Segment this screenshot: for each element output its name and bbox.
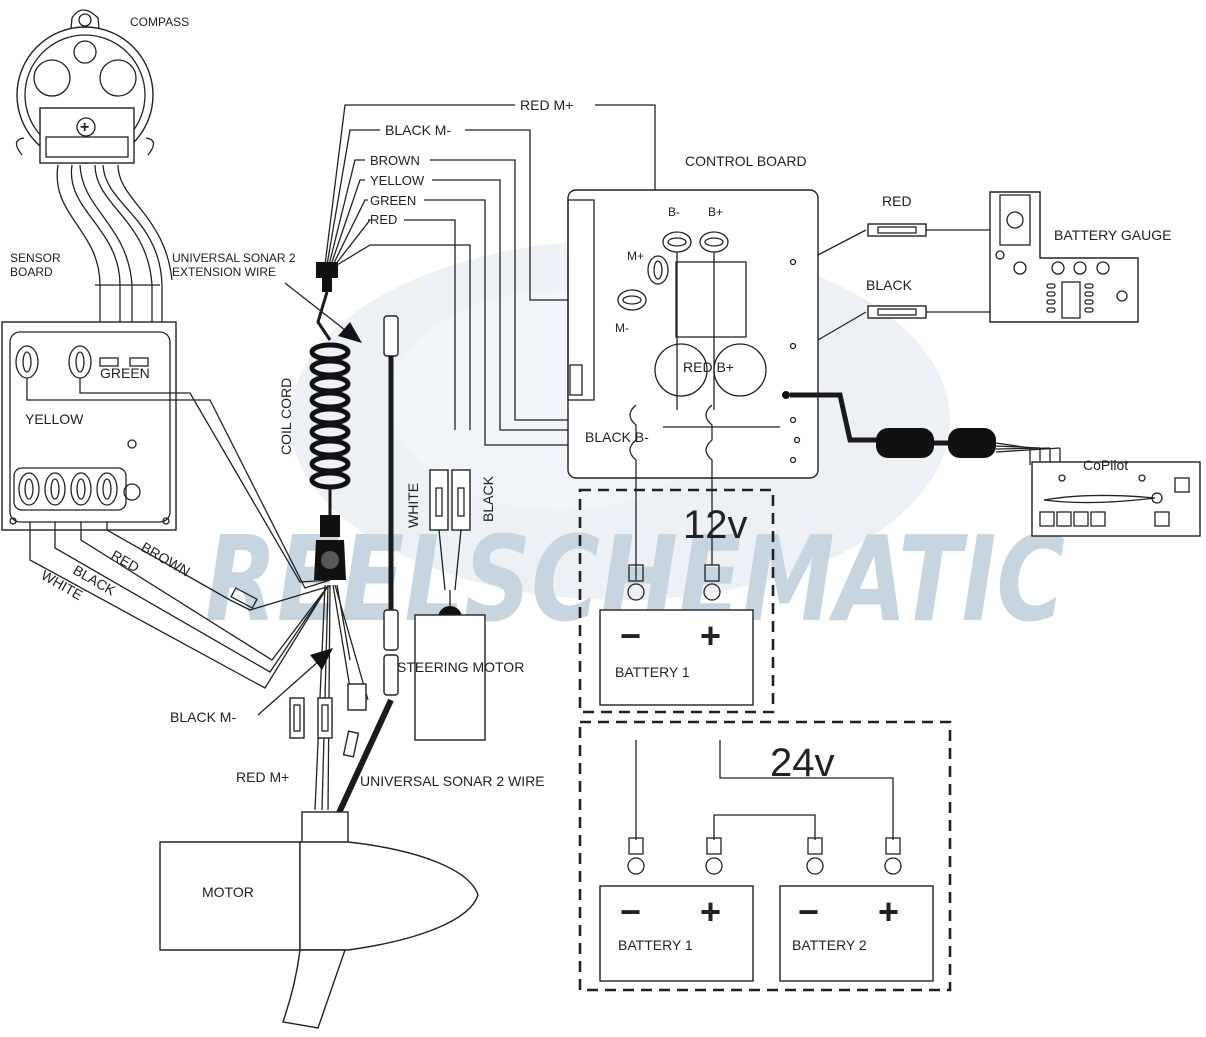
motor-wires: BLACK M- RED M+ UNIVERSAL SONAR 2 WIRE: [170, 584, 545, 811]
steering-motor: WHITE BLACK STEERING MOTOR: [397, 469, 524, 741]
12v-label: 12v: [683, 503, 748, 547]
red-m-plus-low-label: RED M+: [236, 769, 289, 785]
gauge-red-label: RED: [882, 193, 912, 209]
sensor-terminal-bottom-row: [13, 467, 127, 511]
coil-cord-label: COIL CORD: [278, 378, 294, 455]
b-minus-label: B-: [668, 205, 680, 219]
m-minus-terminal: [617, 289, 647, 311]
red-top-label: RED: [370, 212, 397, 227]
motor-label: MOTOR: [202, 884, 254, 900]
m-plus-label: M+: [627, 249, 644, 263]
copilot: CoPilot: [790, 392, 1201, 537]
battery-gauge: RED BLACK BATTERY GAUGE: [817, 191, 1171, 341]
battery2-24v-label: BATTERY 2: [792, 937, 867, 953]
red-b-plus-label: RED B+: [683, 359, 734, 375]
red-label: RED: [109, 547, 143, 576]
m-plus-terminal: [647, 255, 669, 285]
plus-12v: +: [700, 615, 721, 656]
gauge-black-label: BLACK: [866, 277, 913, 293]
minus-battery2-24v: −: [798, 891, 819, 932]
brown-label: BROWN: [139, 539, 193, 580]
black-b-minus-label: BLACK B-: [585, 429, 649, 445]
black-m-minus-top-label: BLACK M-: [385, 122, 451, 138]
white-connector-label: WHITE: [405, 483, 421, 528]
battery1-24v-label: BATTERY 1: [618, 937, 693, 953]
motor: MOTOR: [159, 811, 479, 1029]
red-m-plus-top-label: RED M+: [520, 97, 573, 113]
control-board: CONTROL BOARD B- B+ M+ M- RED B+ BLACK B…: [567, 153, 819, 580]
yellow-top-label: YELLOW: [370, 173, 425, 188]
minus-battery1-24v: −: [620, 891, 641, 932]
battery-24v: 24v − + − + BATTERY 1 BATTERY 2: [578, 720, 952, 992]
plus-battery2-24v: +: [878, 891, 899, 932]
compass-label: COMPASS: [130, 15, 189, 29]
m-minus-label: M-: [615, 321, 629, 335]
copilot-label: CoPilot: [1083, 457, 1128, 473]
green-top-label: GREEN: [370, 193, 416, 208]
plus-battery1-24v: +: [700, 891, 721, 932]
sonar-wire: [335, 315, 399, 817]
steering-motor-label: STEERING MOTOR: [397, 659, 524, 675]
compass-plus-icon: +: [80, 119, 89, 136]
compass-cables: [56, 164, 173, 340]
sonar-wire-label: UNIVERSAL SONAR 2 WIRE: [360, 773, 545, 789]
black-m-minus-low-label: BLACK M-: [170, 709, 236, 725]
b-plus-label: B+: [708, 205, 723, 219]
brown-top-label: BROWN: [370, 153, 420, 168]
battery-gauge-label: BATTERY GAUGE: [1054, 227, 1171, 243]
compass: + COMPASS: [15, 9, 189, 164]
minus-12v: −: [620, 615, 641, 656]
yellow-label: YELLOW: [25, 411, 84, 427]
green-label: GREEN: [100, 365, 150, 381]
control-board-label: CONTROL BOARD: [685, 153, 807, 169]
battery-12v: 12v − + BATTERY 1: [578, 488, 775, 714]
black-connector-label: BLACK: [480, 475, 496, 522]
battery1-12v-label: BATTERY 1: [615, 664, 690, 680]
